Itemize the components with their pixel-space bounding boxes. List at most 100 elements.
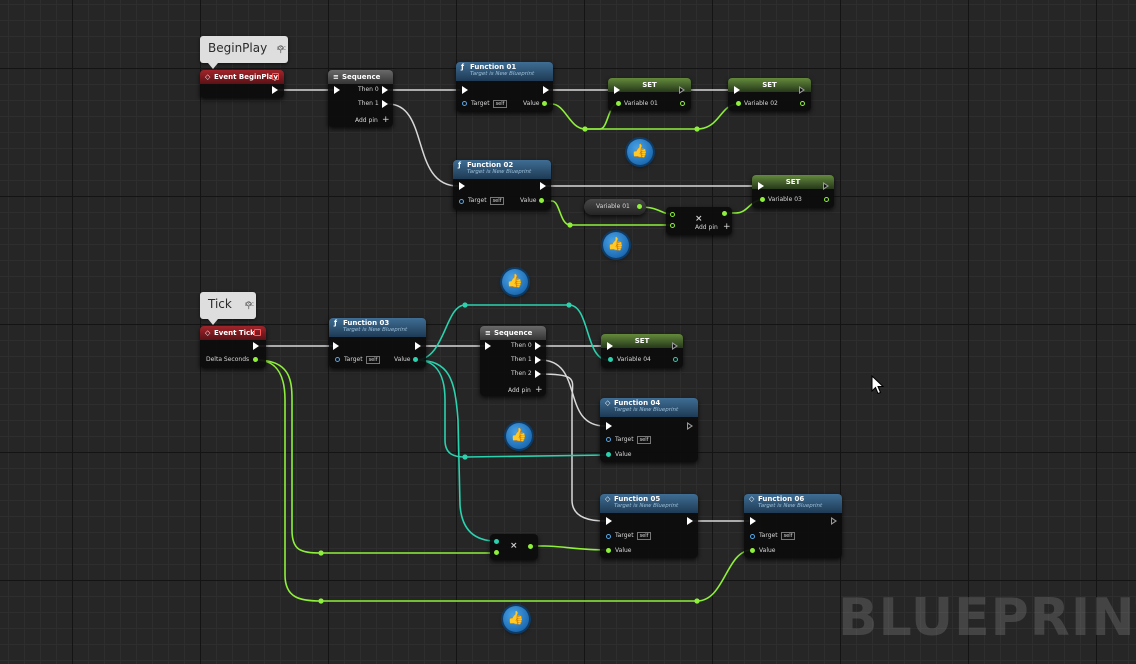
then0-pin[interactable] <box>535 342 541 350</box>
exec-in-pin[interactable] <box>333 342 339 350</box>
exec-out-pin[interactable] <box>543 86 549 94</box>
function-06-node[interactable]: ◇ Function 06 Target is New Blueprint Ta… <box>744 494 842 558</box>
function-04-node[interactable]: ◇ Function 04 Target is New Blueprint Ta… <box>600 398 698 462</box>
event-delegate-pin[interactable] <box>254 329 261 336</box>
value-in-pin[interactable] <box>606 548 611 553</box>
exec-out-pin[interactable] <box>253 342 259 350</box>
blueprint-watermark: BLUEPRINT <box>838 588 1136 648</box>
then1-pin[interactable] <box>382 100 388 108</box>
sequence-node-2[interactable]: ≡ Sequence Then 0 Then 1 Then 2 Add pin … <box>480 326 546 396</box>
node-title: SET <box>634 337 650 345</box>
b-in-pin[interactable] <box>494 550 499 555</box>
exec-out-pin[interactable] <box>272 86 278 94</box>
set-variable-02-node[interactable]: SET Variable 02 <box>728 78 811 111</box>
b-in-pin[interactable] <box>670 223 675 228</box>
event-beginplay-node[interactable]: ◇ Event BeginPlay <box>200 70 284 98</box>
node-title: Function 01 <box>470 63 517 71</box>
target-pin[interactable] <box>335 357 340 362</box>
exec-out-pin[interactable] <box>415 342 421 350</box>
exec-out-pin[interactable] <box>540 182 546 190</box>
exec-out-pin[interactable] <box>831 517 837 525</box>
self-box[interactable]: self <box>492 100 508 108</box>
sequence-node-1[interactable]: ≡ Sequence Then 0 Then 1 Add pin + <box>328 70 393 127</box>
value-in-pin[interactable] <box>606 452 611 457</box>
value-out-pin[interactable] <box>413 357 418 362</box>
value-in-pin[interactable] <box>750 548 755 553</box>
exec-out-pin[interactable] <box>799 86 805 94</box>
self-box[interactable]: self <box>780 532 796 540</box>
target-pin[interactable] <box>462 101 467 106</box>
function-03-node[interactable]: ƒ Function 03 Target is New Blueprint Ta… <box>329 318 426 368</box>
set-variable-01-node[interactable]: SET Variable 01 <box>608 78 691 111</box>
self-box[interactable]: self <box>365 356 381 364</box>
exec-in-pin[interactable] <box>614 86 620 94</box>
event-delegate-pin[interactable] <box>272 73 279 80</box>
delta-seconds-pin[interactable] <box>253 357 258 362</box>
self-box[interactable]: self <box>636 532 652 540</box>
exec-in-pin[interactable] <box>750 517 756 525</box>
variable-out-pin[interactable] <box>824 197 829 202</box>
exec-in-pin[interactable] <box>734 86 740 94</box>
set-variable-04-node[interactable]: SET Variable 04 <box>601 334 683 368</box>
comment-bubble-beginplay[interactable]: BeginPlay ⚲ ESC <box>200 36 288 69</box>
exec-out-pin[interactable] <box>687 517 693 525</box>
add-pin-label[interactable]: Add pin <box>355 117 378 124</box>
reroute-knot <box>318 598 324 604</box>
event-tick-node[interactable]: ◇ Event Tick Delta Seconds <box>200 326 266 368</box>
exec-out-pin[interactable] <box>823 182 829 190</box>
exec-out-pin[interactable] <box>687 422 693 430</box>
thumbs-up-icon: 👍 <box>627 139 653 165</box>
variable-in-pin[interactable] <box>616 101 621 106</box>
self-box[interactable]: self <box>636 436 652 444</box>
exec-in-pin[interactable] <box>485 342 491 350</box>
exec-in-pin[interactable] <box>462 86 468 94</box>
variable-out-pin[interactable] <box>637 204 642 209</box>
self-box[interactable]: self <box>489 197 505 205</box>
mouse-pointer-icon <box>871 375 885 395</box>
multiply-node-1[interactable]: × Add pin + <box>666 207 732 235</box>
exec-out-pin[interactable] <box>679 86 685 94</box>
exec-wire <box>539 373 606 522</box>
pushpin-icon[interactable]: ⚲ <box>245 301 252 311</box>
variable-in-pin[interactable] <box>608 357 613 362</box>
target-pin[interactable] <box>606 534 611 539</box>
then2-pin[interactable] <box>535 370 541 378</box>
comment-bubble-tick[interactable]: Tick ⚲ ESC <box>200 292 256 325</box>
value-out-pin[interactable] <box>539 198 544 203</box>
add-pin-label[interactable]: Add pin <box>695 224 718 231</box>
variable-in-pin[interactable] <box>760 197 765 202</box>
exec-out-pin[interactable] <box>672 342 678 350</box>
a-in-pin[interactable] <box>670 212 675 217</box>
exec-in-pin[interactable] <box>607 342 613 350</box>
exec-in-pin[interactable] <box>758 182 764 190</box>
function-05-node[interactable]: ◇ Function 05 Target is New Blueprint Ta… <box>600 494 698 558</box>
add-pin-plus-icon[interactable]: + <box>382 115 390 125</box>
a-in-pin[interactable] <box>494 539 499 544</box>
add-pin-label[interactable]: Add pin <box>508 387 531 394</box>
value-out-pin[interactable] <box>542 101 547 106</box>
get-variable-01-node[interactable]: Variable 01 <box>584 199 646 215</box>
target-pin[interactable] <box>750 534 755 539</box>
function-02-node[interactable]: ƒ Function 02 Target is New Blueprint Ta… <box>453 160 551 210</box>
exec-in-pin[interactable] <box>606 517 612 525</box>
add-pin-plus-icon[interactable]: + <box>535 385 543 395</box>
result-out-pin[interactable] <box>528 544 533 549</box>
target-pin[interactable] <box>459 199 464 204</box>
then1-pin[interactable] <box>535 356 541 364</box>
variable-in-pin[interactable] <box>736 101 741 106</box>
variable-out-pin[interactable] <box>800 101 805 106</box>
add-pin-plus-icon[interactable]: + <box>723 222 731 232</box>
pushpin-icon[interactable]: ⚲ <box>277 45 284 55</box>
variable-out-pin[interactable] <box>680 101 685 106</box>
function-01-node[interactable]: ƒ Function 01 Target is New Blueprint Ta… <box>456 62 553 112</box>
exec-in-pin[interactable] <box>334 86 340 94</box>
then0-pin[interactable] <box>382 86 388 94</box>
multiply-node-2[interactable]: × <box>490 534 538 560</box>
result-out-pin[interactable] <box>722 211 727 216</box>
exec-in-pin[interactable] <box>606 422 612 430</box>
set-variable-03-node[interactable]: SET Variable 03 <box>752 175 834 208</box>
target-pin[interactable] <box>606 437 611 442</box>
variable-out-pin[interactable] <box>673 357 678 362</box>
exec-in-pin[interactable] <box>459 182 465 190</box>
